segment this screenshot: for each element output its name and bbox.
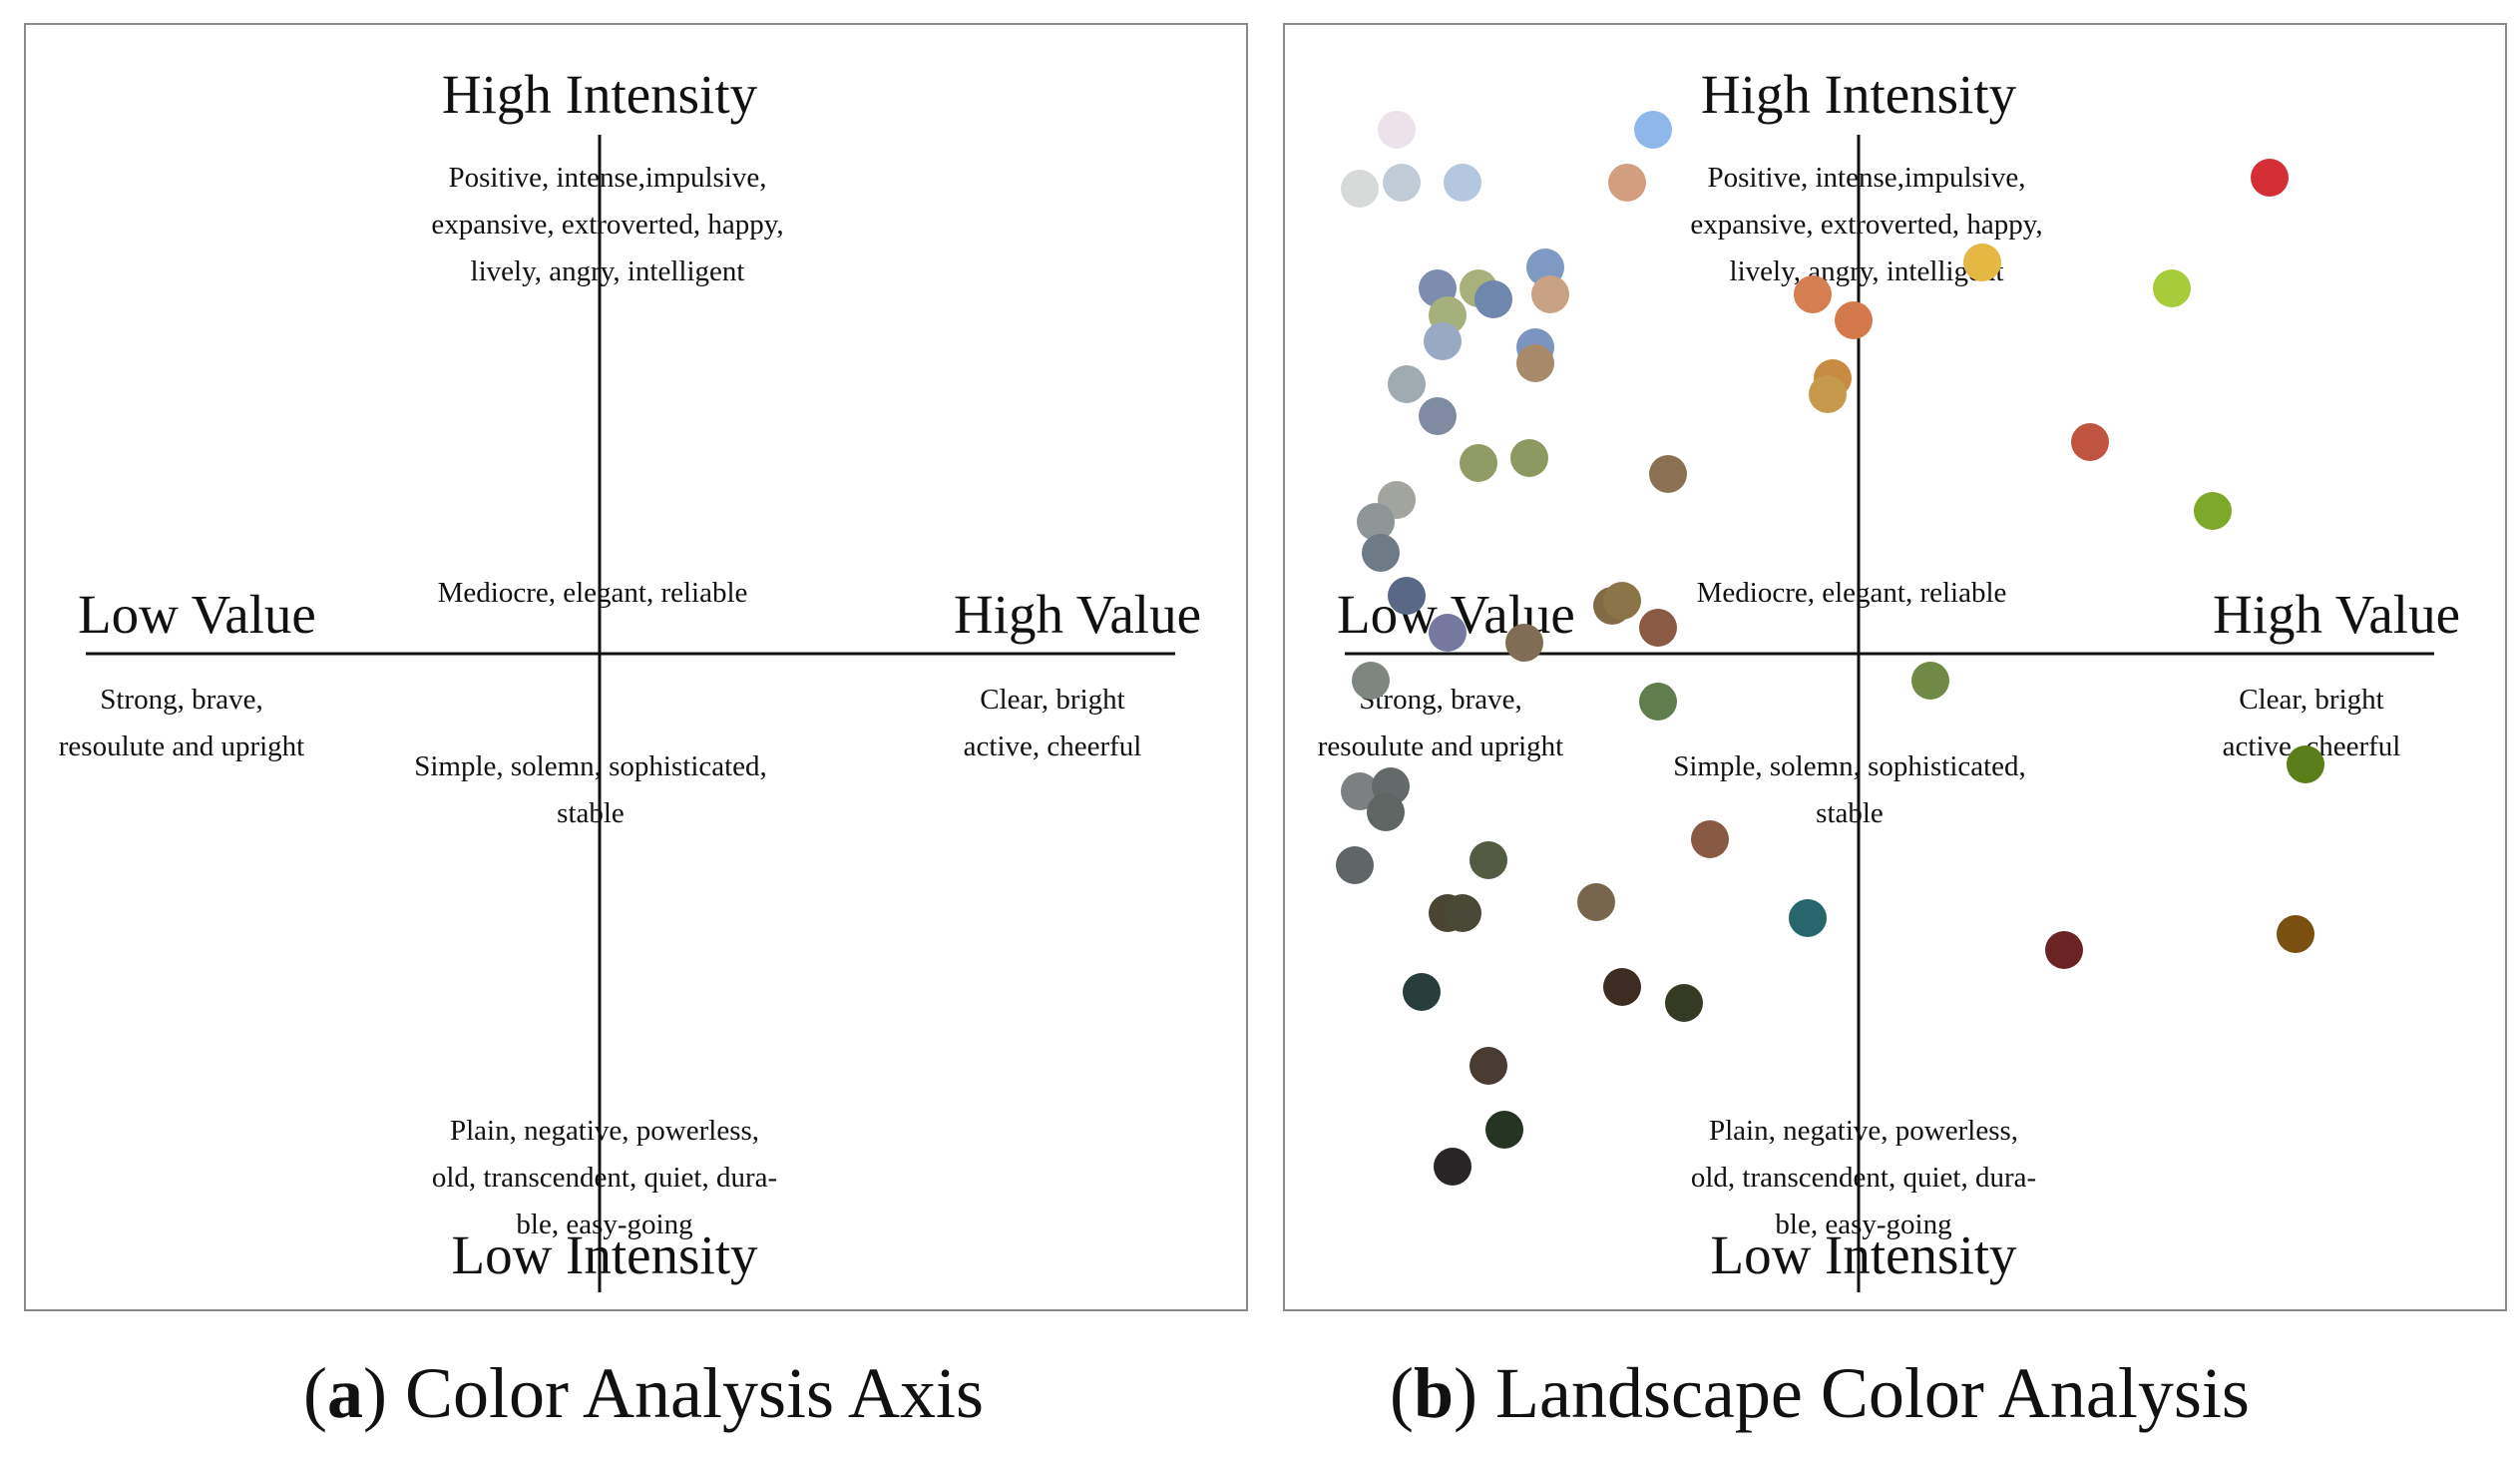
description-left: Strong, brave,resoulute and upright (1317, 684, 1564, 762)
description-bottom: Plain, negative, powerless,old, transcen… (1690, 1115, 2037, 1240)
color-point (2045, 930, 2083, 969)
description-bottom: Plain, negative, powerless,old, transcen… (431, 1115, 778, 1240)
color-point (1634, 111, 1672, 150)
panel-landscape-color-analysis: High Intensity Low Intensity Low Value H… (1283, 23, 2507, 1311)
axis-high-intensity: High Intensity (1700, 64, 2017, 125)
caption-b: (b) Landscape Color Analysis (1390, 1353, 2250, 1433)
color-point (1793, 274, 1832, 313)
description-center-bottom: Simple, solemn, sophisticated,stable (414, 750, 767, 829)
color-point (1387, 364, 1426, 403)
color-point (1367, 793, 1406, 831)
axis-low-intensity: Low Intensity (1710, 1224, 2017, 1285)
color-point (1577, 883, 1616, 922)
color-point (2276, 914, 2314, 953)
axis-high-value: High Value (2213, 584, 2460, 645)
axes-svg (86, 135, 1175, 1292)
color-point (1336, 846, 1375, 884)
color-point (1387, 576, 1426, 615)
color-point (1434, 1148, 1472, 1187)
color-point (1429, 613, 1467, 652)
color-point (1382, 164, 1421, 203)
color-point (1531, 274, 1569, 313)
description-center-bottom: Simple, solemn, sophisticated,stable (1673, 750, 2026, 829)
color-point (1484, 1111, 1523, 1149)
axis-high-intensity: High Intensity (441, 64, 758, 125)
description-center-top: Mediocre, elegant, reliable (1696, 577, 2007, 609)
color-point (1788, 899, 1827, 937)
description-top: Positive, intense,impulsive,expansive, e… (1690, 162, 2043, 287)
color-point (1341, 169, 1380, 208)
color-point (1356, 502, 1395, 541)
color-point (1639, 608, 1678, 647)
description-left: Strong, brave,resoulute and upright (58, 684, 305, 762)
axis-low-intensity: Low Intensity (451, 1224, 758, 1285)
color-point (1603, 582, 1642, 620)
color-point (1377, 111, 1416, 150)
color-point (1608, 164, 1647, 203)
color-point (1510, 438, 1549, 477)
color-point (1423, 322, 1462, 361)
color-point (1809, 375, 1848, 414)
color-point (2194, 491, 2233, 530)
color-point (2070, 423, 2109, 461)
color-point (1418, 396, 1457, 435)
color-point (1639, 682, 1678, 721)
color-point (1664, 983, 1703, 1022)
color-point (1603, 967, 1642, 1006)
color-point (1444, 893, 1482, 932)
color-point (1459, 444, 1497, 483)
color-point (1505, 624, 1544, 663)
color-point (1351, 661, 1390, 700)
color-point (1690, 819, 1729, 858)
color-point (2153, 269, 2192, 308)
color-point (1515, 343, 1554, 382)
color-point (1474, 279, 1513, 318)
color-point (1362, 534, 1401, 573)
color-point (1962, 243, 2001, 281)
color-point (1470, 1047, 1508, 1086)
color-point (2251, 159, 2289, 197)
description-center-top: Mediocre, elegant, reliable (437, 577, 748, 609)
axis-low-value: Low Value (78, 584, 316, 645)
color-point (1444, 164, 1482, 203)
axis-high-value: High Value (954, 584, 1201, 645)
description-top: Positive, intense,impulsive,expansive, e… (431, 162, 784, 287)
color-point (2287, 745, 2325, 784)
color-point (1649, 454, 1688, 493)
color-point (1470, 840, 1508, 879)
panel-color-analysis-axis: High Intensity Low Intensity Low Value H… (24, 23, 1248, 1311)
color-point (1911, 661, 1950, 700)
color-point (1403, 973, 1442, 1012)
caption-a: (a) Color Analysis Axis (303, 1353, 985, 1433)
color-point (1834, 301, 1873, 340)
